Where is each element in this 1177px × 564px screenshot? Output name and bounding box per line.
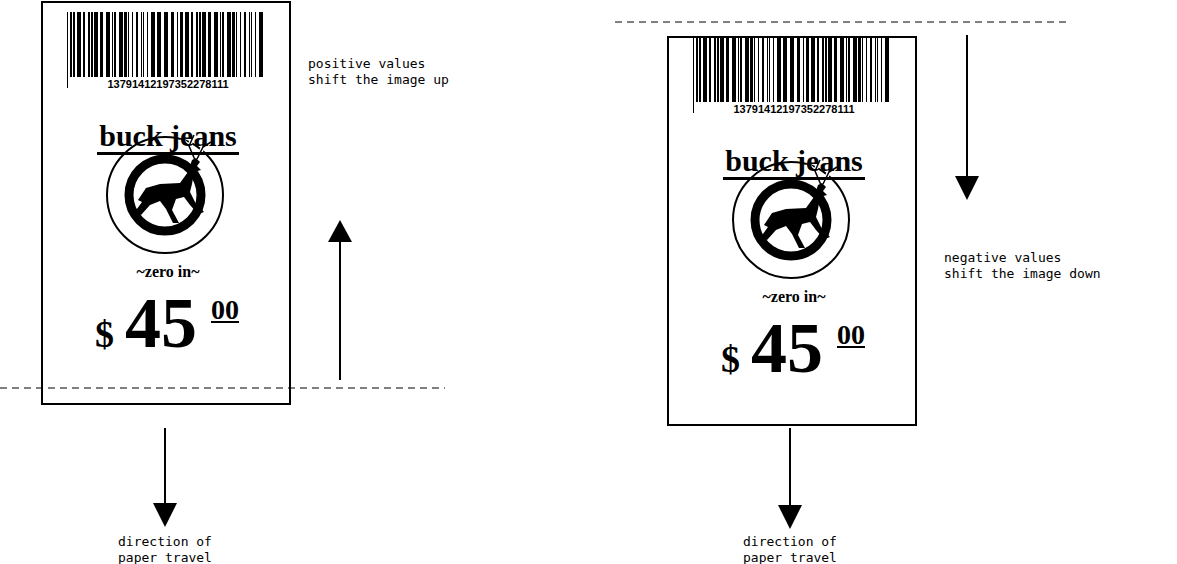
price-cents: 00 bbox=[837, 321, 865, 349]
slogan: ~zero in~ bbox=[669, 288, 919, 306]
reference-line bbox=[0, 388, 445, 389]
paper-travel-arrow bbox=[778, 428, 802, 529]
direction-note: direction of paper travel bbox=[740, 534, 840, 564]
price-tag: 13791412197352278111 buck jeans ~zero in~ $… bbox=[41, 1, 291, 405]
barcode-number: 13791412197352278111 bbox=[69, 77, 267, 91]
brand-name: buck jeans bbox=[723, 145, 865, 180]
price-tag: 13791412197352278111 buck jeans ~zero in~ $… bbox=[667, 36, 917, 426]
barcode-number: 13791412197352278111 bbox=[695, 102, 893, 116]
shift-note: negative values shift the image down bbox=[944, 250, 1104, 282]
shift-up-arrow bbox=[328, 220, 352, 380]
currency-sign: $ bbox=[721, 340, 740, 378]
tag-artwork bbox=[67, 12, 263, 253]
brand-name: buck jeans bbox=[97, 120, 239, 155]
slogan: ~zero in~ bbox=[43, 263, 293, 281]
price-dollars: 45 bbox=[125, 287, 197, 359]
tag-artwork bbox=[693, 37, 889, 278]
shift-note: positive values shift the image up bbox=[308, 56, 458, 88]
reference-line bbox=[615, 22, 1070, 23]
price-dollars: 45 bbox=[751, 312, 823, 384]
currency-sign: $ bbox=[95, 315, 114, 353]
price-cents: 00 bbox=[211, 296, 239, 324]
direction-note: direction of paper travel bbox=[115, 534, 215, 564]
shift-down-arrow bbox=[955, 35, 979, 200]
paper-travel-arrow bbox=[153, 428, 177, 527]
